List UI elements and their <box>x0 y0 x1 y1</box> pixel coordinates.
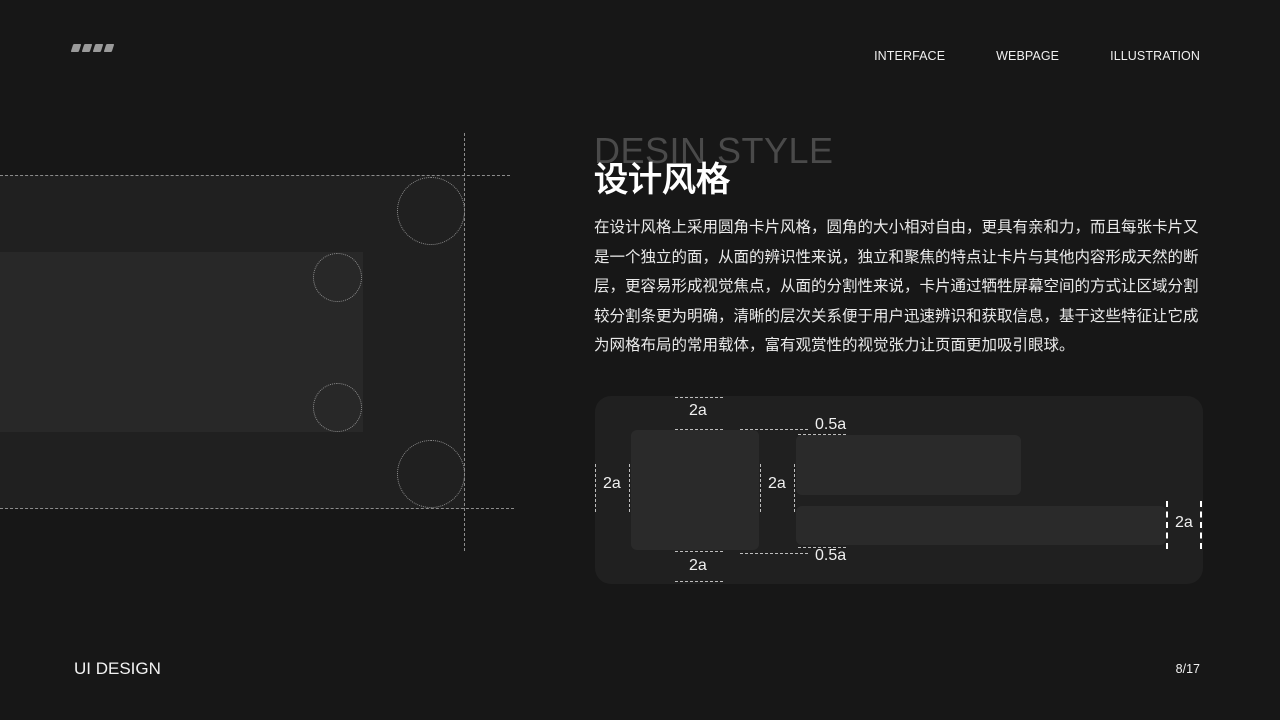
diagram-bottom-card <box>796 506 1166 545</box>
measure-label-right: 2a <box>1175 514 1193 531</box>
nav-illustration[interactable]: ILLUSTRATION <box>1110 49 1200 63</box>
measure-line <box>595 464 596 512</box>
measure-line <box>1200 501 1202 549</box>
measure-line <box>1166 501 1168 549</box>
nav-interface[interactable]: INTERFACE <box>874 49 946 63</box>
measure-line <box>675 551 723 552</box>
guide-line-vertical <box>464 133 465 551</box>
measure-line <box>675 429 723 430</box>
card-corner-illustration <box>0 0 560 720</box>
guide-line-bottom <box>0 508 514 509</box>
measure-label-gap-bottom: 0.5a <box>815 547 847 564</box>
footer-section-label: UI DESIGN <box>74 659 161 678</box>
measure-label-bottom: 2a <box>689 557 707 574</box>
measure-line <box>798 434 846 435</box>
corner-radius-circle-large <box>397 440 465 508</box>
nav-webpage[interactable]: WEBPAGE <box>996 49 1060 63</box>
measure-label-left: 2a <box>603 475 621 492</box>
measure-label-gap-top: 0.5a <box>815 416 847 433</box>
inner-card-shape <box>0 252 363 432</box>
diagram-square-card <box>631 430 759 550</box>
measure-line <box>629 464 630 512</box>
section-title: 设计风格 <box>594 160 730 200</box>
section-paragraph: 在设计风格上采用圆角卡片风格，圆角的大小相对自由，更具有亲和力，而且每张卡片又是… <box>594 218 1199 354</box>
measure-line <box>675 581 723 582</box>
spacing-diagram: 2a 2a 2a 2a 0.5a 0.5a 2a <box>595 396 1203 584</box>
corner-radius-circle-small <box>313 253 362 302</box>
measure-line <box>760 464 761 512</box>
measure-line <box>794 464 795 512</box>
measure-line <box>675 397 723 398</box>
diagram-top-card <box>796 435 1021 495</box>
guide-line-top <box>0 175 510 176</box>
corner-radius-circle-large <box>397 177 465 245</box>
ghost-title: DESIN STYLE <box>594 130 834 171</box>
page-number: 8/17 <box>1175 662 1200 676</box>
measure-label-middle: 2a <box>768 475 786 492</box>
top-nav: INTERFACE WEBPAGE ILLUSTRATION <box>874 49 1200 63</box>
corner-radius-circle-small <box>313 383 362 432</box>
measure-line <box>740 429 808 430</box>
measure-line <box>740 553 808 554</box>
measure-line <box>798 547 846 548</box>
measure-label-top: 2a <box>689 402 707 419</box>
